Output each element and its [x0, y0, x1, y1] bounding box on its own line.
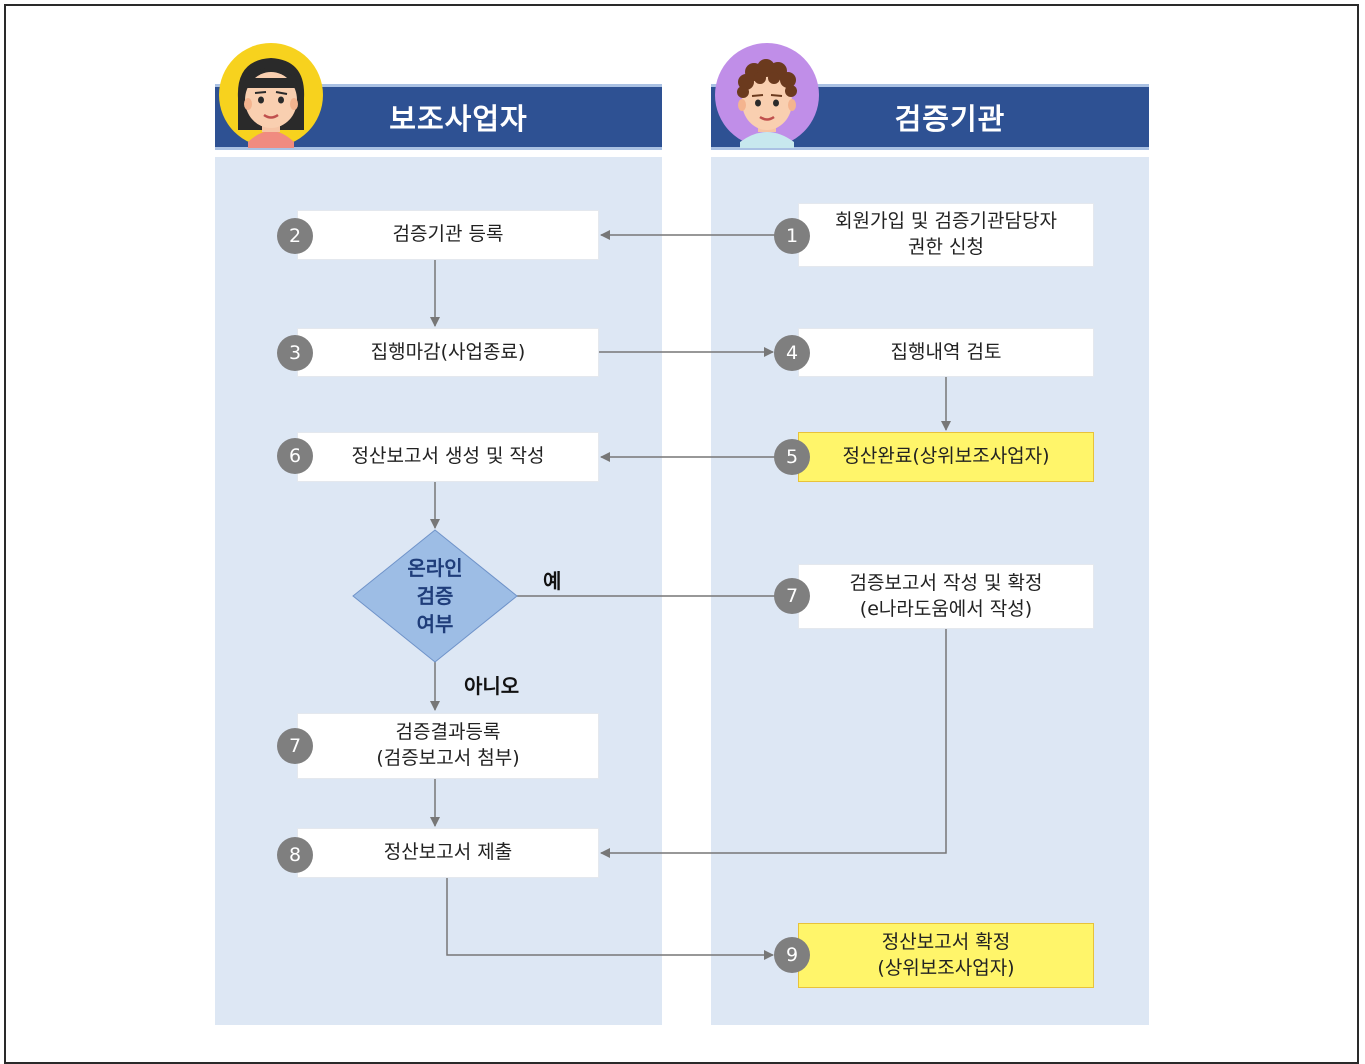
man-avatar-icon: [714, 42, 820, 148]
step-8-badge: 8: [277, 837, 313, 873]
step-2-badge: 2: [277, 218, 313, 254]
lane-left-header: 보조사업자: [215, 84, 662, 150]
step-7-left-box: 검증결과등록 (검증보고서 첨부): [297, 713, 599, 779]
step-4-text: 집행내역 검토: [890, 340, 1002, 363]
arrow-7r-to-8: [600, 629, 947, 858]
step-4-badge: 4: [774, 335, 810, 371]
decision-line-1: 온라인: [407, 556, 463, 580]
decision-line-2: 검증: [416, 584, 454, 608]
step-7-left-badge: 7: [277, 728, 313, 764]
step-7-left-text: 검증결과등록 (검증보고서 첨부): [376, 721, 520, 769]
step-7-right-text: 검증보고서 작성 및 확정 (e나라도움에서 작성): [849, 571, 1043, 620]
step-1-box: 회원가입 및 검증기관담당자 권한 신청: [798, 203, 1094, 267]
step-1-text: 회원가입 및 검증기관담당자 권한 신청: [835, 210, 1057, 258]
woman-avatar-icon: [218, 42, 324, 148]
no-label: 아니오: [464, 674, 520, 698]
step-2-box: 검증기관 등록: [297, 210, 599, 260]
step-6-box: 정산보고서 생성 및 작성: [297, 432, 599, 482]
step-4-box: 집행내역 검토: [798, 328, 1094, 377]
step-8-box: 정산보고서 제출: [297, 828, 599, 878]
arrow-8-to-9: [446, 878, 774, 960]
step-5-box: 정산완료(상위보조사업자): [798, 432, 1094, 482]
step-3-text: 집행마감(사업종료): [370, 340, 526, 363]
lane-right-title: 검증기관: [894, 102, 1006, 136]
step-6-text: 정산보고서 생성 및 작성: [351, 445, 545, 468]
step-6-badge: 6: [277, 438, 313, 474]
step-9-text: 정산보고서 확정 (상위보조사업자): [877, 930, 1015, 979]
step-5-text: 정산완료(상위보조사업자): [842, 445, 1050, 468]
decision-text: 온라인 검증 여부: [380, 554, 490, 638]
lane-left-title: 보조사업자: [389, 102, 528, 136]
step-7-right-badge: 7: [774, 578, 810, 614]
step-8-text: 정산보고서 제출: [383, 841, 513, 864]
yes-label: 예: [543, 569, 562, 593]
step-3-box: 집행마감(사업종료): [297, 328, 599, 377]
step-5-badge: 5: [774, 439, 810, 475]
step-3-badge: 3: [277, 335, 313, 371]
step-2-text: 검증기관 등록: [392, 223, 504, 246]
decision-line-3: 여부: [416, 612, 454, 636]
step-9-badge: 9: [774, 937, 810, 973]
step-7-right-box: 검증보고서 작성 및 확정 (e나라도움에서 작성): [798, 564, 1094, 629]
decision-diamond: [352, 529, 518, 663]
step-1-badge: 1: [774, 218, 810, 254]
step-9-box: 정산보고서 확정 (상위보조사업자): [798, 923, 1094, 988]
